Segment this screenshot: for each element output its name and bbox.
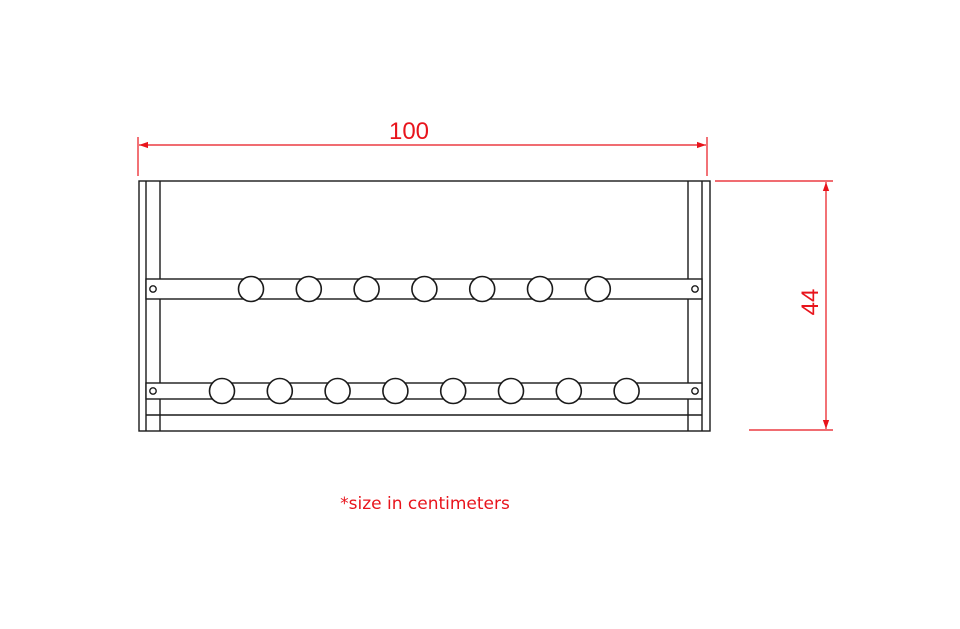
upper-hook-knob <box>468 275 496 303</box>
lower-hook-knob <box>613 377 640 405</box>
height-dimension <box>715 180 833 431</box>
lower-hook-knob <box>555 377 583 405</box>
lower-hook-knob <box>324 377 351 405</box>
lower-rail-screw-left <box>149 387 157 395</box>
upper-hook-knob <box>295 275 323 303</box>
lower-hook-knob <box>497 377 525 405</box>
upper-rail-screw-right <box>691 285 699 293</box>
width-dimension <box>137 137 708 176</box>
width-label: 100 <box>389 118 429 145</box>
lower-hook-knob <box>208 377 236 405</box>
upper-hook-knob <box>237 275 265 303</box>
upper-rail-screw-left <box>149 285 157 293</box>
upper-hook-row <box>237 275 612 303</box>
height-label: 44 <box>797 289 824 316</box>
lower-hook-knob <box>382 377 409 405</box>
lower-hook-knob <box>266 377 294 405</box>
upper-hook-knob <box>526 275 554 303</box>
upper-hook-knob <box>584 275 612 303</box>
lower-hook-row <box>208 377 640 405</box>
units-note: *size in centimeters <box>340 494 510 514</box>
upper-hook-knob <box>411 275 438 303</box>
lower-rail-screw-right <box>691 387 699 395</box>
upper-hook-knob <box>353 275 380 303</box>
lower-hook-knob <box>439 377 467 405</box>
